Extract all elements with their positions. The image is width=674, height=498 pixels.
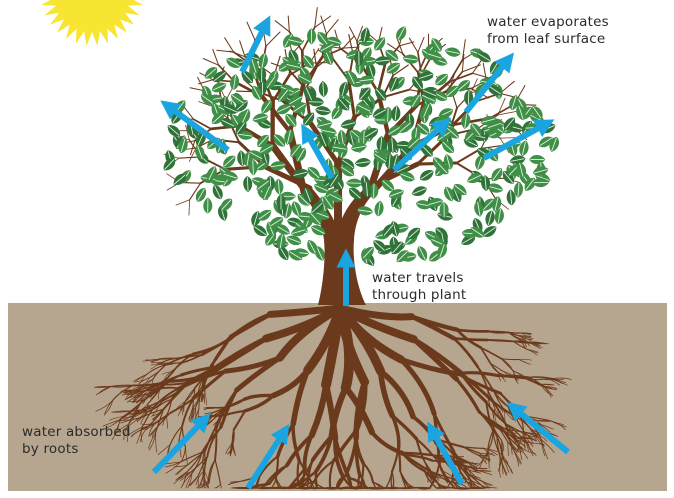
leaf [229,73,240,90]
branch-segment [409,38,418,52]
leaf [418,167,436,183]
leaf [318,81,328,98]
branch-segment [266,32,280,46]
branch-segment [240,41,245,57]
leaf [391,105,402,122]
leaf [481,223,499,240]
branch-segment [189,200,190,216]
branch-segment [321,16,327,34]
leaf [529,155,545,164]
leaf [354,157,371,168]
branch-segment [315,8,318,28]
transport-label-line-2: through plant [372,287,466,304]
absorption-label-line-1: water absorbed [22,424,131,441]
branch-segment [343,37,354,49]
branch-segment [176,200,190,205]
branch-segment [378,63,385,93]
evaporation-label-line-1: water evaporates [487,14,609,31]
leaf [243,176,253,192]
transport-label: water travels through plant [372,270,466,304]
leaf [257,52,269,69]
sun-icon [40,0,144,46]
branch-segment [247,22,255,40]
branch-segment [275,21,289,32]
leaf [484,209,497,227]
leaf [274,179,284,196]
branch-segment [473,73,491,78]
branch-segment [288,16,289,32]
branch-segment [483,63,486,80]
leaf [203,197,212,213]
leaf [410,184,428,198]
evaporation-label: water evaporates from leaf surface [487,14,609,48]
branch-segment [314,49,317,67]
absorption-label-line-2: by roots [22,441,131,458]
leaf [210,183,225,201]
leaf [433,71,451,88]
branch-segment [349,27,357,41]
root-segment [358,475,359,488]
leaf [307,28,316,44]
leaf [488,166,505,184]
branch-segment [225,38,234,52]
leaf [444,46,462,58]
leaf [373,200,384,217]
leaf [314,105,331,116]
branch-segment [199,80,214,84]
leaf [346,178,362,188]
leaf [415,244,430,262]
transport-label-line-1: water travels [372,270,466,287]
branch-segment [327,20,339,34]
absorption-label: water absorbed by roots [22,424,131,458]
evaporation-label-line-2: from leaf surface [487,31,609,48]
